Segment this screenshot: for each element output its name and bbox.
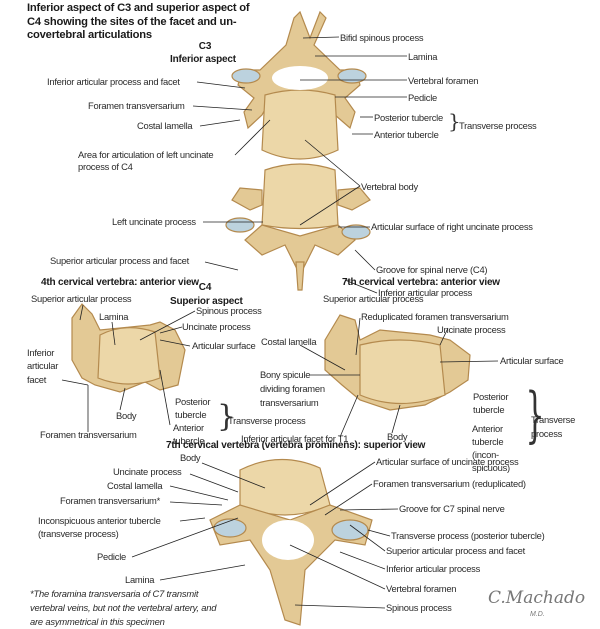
label: Transverse process xyxy=(228,415,306,426)
label: Lamina xyxy=(99,311,129,322)
c4-label: C4 xyxy=(198,282,212,293)
footnote-line: *The foramina transversaria of C7 transm… xyxy=(30,588,199,599)
c7-superior-vertebra xyxy=(209,458,373,626)
label: Anterior xyxy=(472,423,503,434)
label: Foramen transversarium (reduplicated) xyxy=(373,478,526,489)
label: tubercle xyxy=(473,404,505,415)
label: Anterior xyxy=(173,422,204,433)
label: Pedicle xyxy=(97,551,126,562)
label: tubercle xyxy=(173,435,205,446)
c7-superior-heading: 7th cervical vertebra (vertebra prominen… xyxy=(166,440,426,451)
label-superior-articular-process-facet: Superior articular process and facet xyxy=(50,255,189,266)
label: spicuous) xyxy=(472,462,510,473)
label-groove-spinal-nerve: Groove for spinal nerve (C4) xyxy=(376,264,488,275)
label: (transverse process) xyxy=(38,528,119,539)
label: Uncinate process xyxy=(113,466,182,477)
plate-title: Inferior aspect of C3 and superior aspec… xyxy=(27,2,250,43)
label: Articular surface xyxy=(192,340,256,351)
label: Spinous process xyxy=(386,602,452,613)
label: articular xyxy=(27,360,59,371)
label: Articular surface of uncinate process xyxy=(376,456,519,467)
c4-anterior-vertebra xyxy=(71,303,186,393)
label-costal-lamella: Costal lamella xyxy=(137,120,193,131)
label: Superior articular process xyxy=(31,293,132,304)
label: Transverse process (posterior tubercle) xyxy=(391,530,545,541)
label-posterior-tubercle: Posterior tubercle xyxy=(374,112,443,123)
label: Uncinate process xyxy=(437,324,506,335)
label-left-uncinate-process: Left uncinate process xyxy=(112,216,196,227)
footnote-line: are asymmetrical in this specimen xyxy=(30,616,165,627)
label: Spinous process xyxy=(196,305,262,316)
footnote: *The foramina transversaria of C7 transm… xyxy=(30,587,216,629)
label-lamina: Lamina xyxy=(408,51,438,62)
leader-lines xyxy=(61,36,499,609)
label: Body xyxy=(387,431,408,442)
artist-signature-suffix: M.D. xyxy=(530,611,545,618)
label-area-articulation-2: process of C4 xyxy=(78,161,133,172)
label: process xyxy=(531,428,563,439)
brace: } xyxy=(217,399,237,434)
label-anterior-tubercle: Anterior tubercle xyxy=(374,129,439,140)
label: Posterior xyxy=(473,391,509,402)
label-inferior-articular-process: Inferior articular process xyxy=(378,287,473,298)
label-bifid-spinous-process: Bifid spinous process xyxy=(340,32,424,43)
label: Costal lamella xyxy=(261,336,317,347)
label: facet xyxy=(27,374,47,385)
label-inferior-articular-process-facet: Inferior articular process and facet xyxy=(47,76,180,87)
label: Inferior xyxy=(27,347,55,358)
label: Foramen transversarium xyxy=(40,429,137,440)
label: Lamina xyxy=(125,574,155,585)
label-pedicle: Pedicle xyxy=(408,92,437,103)
title-line: C4 showing the sites of the facet and un… xyxy=(27,15,237,28)
label: tubercle xyxy=(472,436,504,447)
label: Body xyxy=(116,410,137,421)
label: Articular surface xyxy=(500,355,564,366)
label: Foramen transversarium* xyxy=(60,495,161,506)
label: Superior articular process xyxy=(323,293,424,304)
label: Reduplicated foramen transversarium xyxy=(361,311,509,322)
label-vertebral-foramen: Vertebral foramen xyxy=(408,75,479,86)
label: Inferior articular process xyxy=(386,563,481,574)
label: Groove for C7 spinal nerve xyxy=(399,503,505,514)
label: tubercle xyxy=(175,409,207,420)
c7-anterior-heading: 7th cervical vertebra: anterior view xyxy=(342,277,500,288)
label: (incon- xyxy=(472,449,499,460)
label: dividing foramen xyxy=(260,383,325,394)
label-foramen-transversarium: Foramen transversarium xyxy=(88,100,185,111)
label: Costal lamella xyxy=(107,480,163,491)
label: Transverse xyxy=(531,414,576,425)
label: Posterior xyxy=(175,396,211,407)
label-articular-surface-right-uncinate: Articular surface of right uncinate proc… xyxy=(371,221,533,232)
brace: } xyxy=(448,109,461,133)
c7-anterior-vertebra xyxy=(324,314,471,411)
label: Inconspicuous anterior tubercle xyxy=(38,515,161,526)
c3-aspect-label: Inferior aspect xyxy=(170,54,236,65)
label: Body xyxy=(180,452,201,463)
c3-label: C3 xyxy=(198,41,212,52)
label: Superior articular process and facet xyxy=(386,545,525,556)
label-vertebral-body: Vertebral body xyxy=(361,181,418,192)
label: Uncinate process xyxy=(182,321,251,332)
label: Bony spicule xyxy=(260,369,311,380)
footnote-line: vertebral veins, but not the vertebral a… xyxy=(30,602,217,613)
label: Vertebral foramen xyxy=(386,583,457,594)
c3-vertebra xyxy=(231,10,367,160)
c4-aspect-label: Superior aspect xyxy=(170,296,243,307)
label-area-articulation: Area for articulation of left uncinate xyxy=(78,149,214,160)
label: transversarium xyxy=(260,397,319,408)
artist-signature: C.Machado xyxy=(488,588,586,608)
label-transverse-process: Transverse process xyxy=(459,120,537,131)
title-line: Inferior aspect of C3 and superior aspec… xyxy=(27,2,250,14)
label: Inferior articular facet for T1 xyxy=(241,433,349,444)
brace: } xyxy=(525,380,545,450)
title-line: covertebral articulations xyxy=(27,29,152,41)
c4-anterior-heading: 4th cervical vertebra: anterior view xyxy=(41,277,199,288)
